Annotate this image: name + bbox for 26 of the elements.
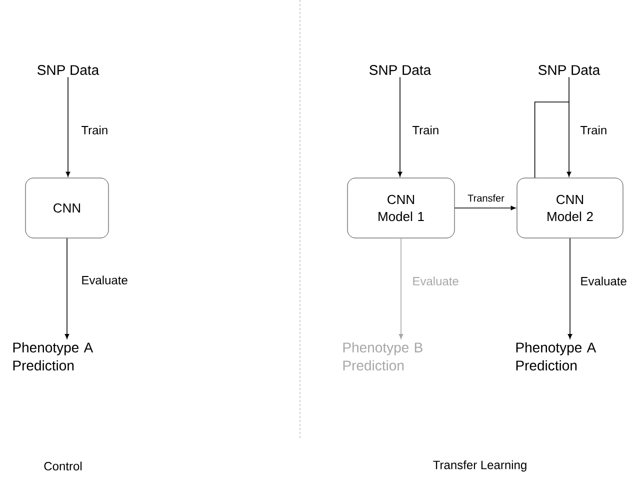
arrow: [66, 76, 70, 177]
model-box: CNN Model 2: [516, 178, 624, 238]
edge-label: Evaluate: [411, 276, 460, 286]
arrow: [454, 206, 516, 210]
edge-label: Transfer: [466, 193, 506, 203]
output-text: Phenotype A Prediction: [13, 342, 94, 370]
arrow: [568, 238, 572, 339]
input-text: SNP Data: [38, 65, 100, 75]
connector-line: [534, 102, 570, 178]
input-text: SNP Data: [538, 65, 600, 75]
output-text: Phenotype A Prediction: [516, 342, 596, 370]
model-box: CNN: [25, 178, 109, 238]
model-box: CNN Model 1: [347, 178, 455, 238]
arrow: [398, 238, 404, 339]
edge-label: Train: [579, 124, 608, 136]
output-text: Phenotype B Prediction: [343, 342, 422, 370]
panel-caption: Transfer Learning: [433, 460, 526, 472]
panel-caption: Control: [44, 462, 82, 470]
arrow: [64, 238, 70, 339]
arrow: [398, 76, 402, 177]
input-text: SNP Data: [370, 65, 432, 75]
arrow: [566, 76, 572, 177]
edge-label: Evaluate: [80, 274, 129, 286]
edge-label: Train: [411, 124, 440, 136]
edge-label: Evaluate: [579, 276, 628, 286]
edge-label: Train: [80, 124, 110, 136]
